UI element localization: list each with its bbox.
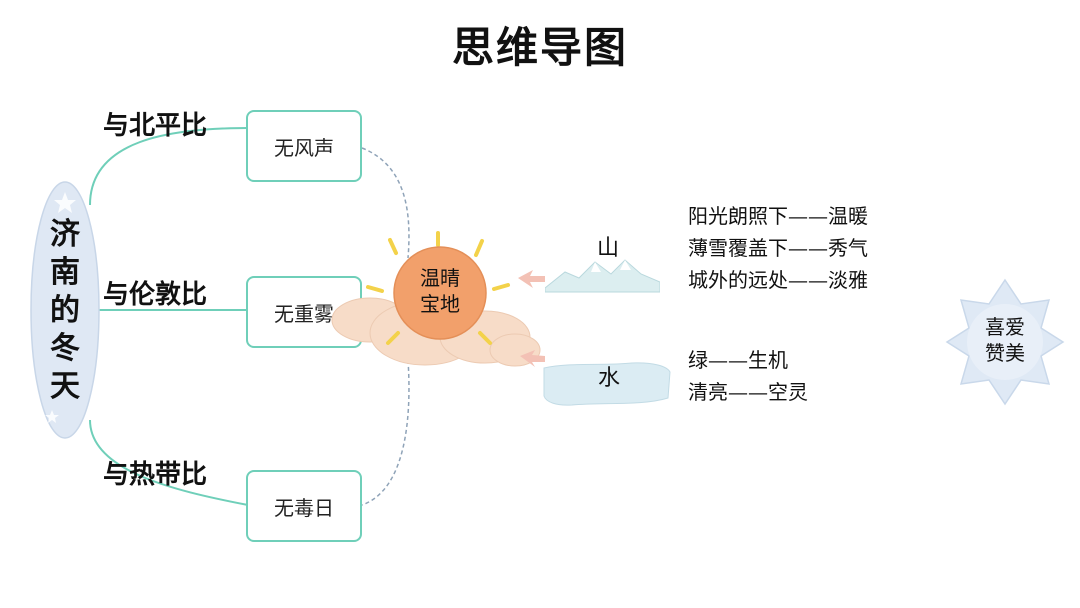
mountain-line-2: 薄雪覆盖下——秀气 <box>688 236 868 260</box>
result-box-no-sun: 无毒日 <box>246 470 362 542</box>
snowflake-icon <box>945 278 1065 406</box>
mountain-icon <box>545 259 660 293</box>
emotion-line1: 喜爱 <box>985 315 1025 339</box>
compare-label-tropics: 与热带比 <box>103 460 208 490</box>
sun-label: 温晴 宝地 <box>410 265 470 317</box>
result-box-no-wind: 无风声 <box>246 110 362 182</box>
water-illustration <box>542 360 672 408</box>
mountain-line-1: 阳光朗照下——温暖 <box>688 204 868 228</box>
emotion-label: 喜爱 赞美 <box>977 314 1033 366</box>
snowflake-emotion: 喜爱 赞美 <box>945 278 1065 406</box>
sun-label-line2: 宝地 <box>420 292 460 316</box>
water-label: 水 <box>598 366 621 391</box>
root-label: 济南的冬天 <box>50 217 80 404</box>
sun-cloud-group: 温晴 宝地 <box>330 225 545 385</box>
compare-label-beiping: 与北平比 <box>103 111 208 141</box>
mountain-line-3: 城外的远处——淡雅 <box>688 268 868 292</box>
water-line-1: 绿——生机 <box>688 348 788 372</box>
compare-label-london: 与伦敦比 <box>103 280 208 310</box>
water-icon <box>543 362 671 406</box>
sun-label-line1: 温晴 <box>420 266 460 290</box>
emotion-line2: 赞美 <box>985 341 1025 365</box>
mountain-illustration <box>545 250 660 295</box>
page-title: 思维导图 <box>451 23 628 72</box>
water-line-2: 清亮——空灵 <box>688 380 808 404</box>
sun-icon <box>331 231 541 367</box>
root-bubble: 济南的冬天 <box>30 180 100 440</box>
mountain-label: 山 <box>597 236 620 261</box>
